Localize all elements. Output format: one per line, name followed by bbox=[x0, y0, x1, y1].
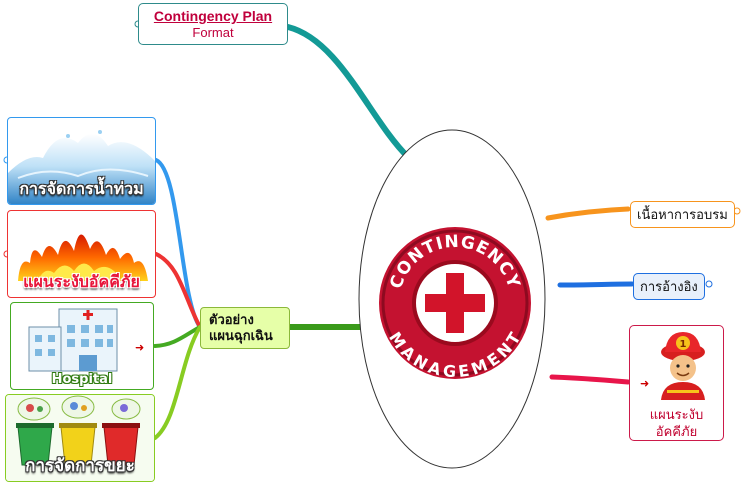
waste-management-node[interactable]: การจัดการขยะ bbox=[5, 394, 155, 482]
fire-plan-arrow-icon: ➜ bbox=[640, 378, 650, 390]
training-content-node[interactable]: เนื้อหาการอบรม bbox=[630, 201, 735, 228]
reference-label: การอ้างอิง bbox=[640, 279, 698, 294]
recycle-bins-icon bbox=[6, 395, 154, 481]
flood-management-node[interactable]: การจัดการน้ำท่วม bbox=[7, 117, 156, 205]
reference-dot bbox=[705, 280, 713, 288]
waste-caption: การจัดการขยะ bbox=[25, 456, 135, 476]
connector-reference bbox=[557, 281, 635, 288]
connector-waste bbox=[153, 325, 202, 440]
connector-fire bbox=[154, 252, 202, 329]
hub-line1: ตัวอย่าง bbox=[209, 312, 254, 327]
title-node-line2: Format bbox=[192, 25, 234, 40]
flood-caption: การจัดการน้ำท่วม bbox=[19, 179, 144, 198]
hub-line2: แผนฉุกเฉิน bbox=[209, 328, 273, 343]
emergency-plan-examples-node[interactable]: ตัวอย่าง แผนฉุกเฉิน bbox=[200, 307, 290, 349]
red-cross-icon bbox=[425, 273, 485, 333]
hospital-node[interactable]: ➜ Hospital bbox=[10, 302, 154, 390]
connector-flood bbox=[154, 158, 202, 329]
water-splash-icon bbox=[8, 130, 155, 204]
title-node-line1[interactable]: Contingency Plan bbox=[153, 8, 273, 24]
connector-fire-plan bbox=[549, 374, 631, 385]
connector-training bbox=[545, 206, 631, 221]
contingency-plan-format-node[interactable]: Contingency Plan Format bbox=[138, 3, 288, 45]
fire-caption: แผนระงับอัคคีภัย bbox=[23, 272, 140, 291]
hospital-building-icon bbox=[28, 308, 118, 372]
connector-title bbox=[285, 24, 411, 160]
hospital-arrow-icon: ➜ bbox=[135, 342, 145, 354]
fire-suppression-node[interactable]: แผนระงับอัคคีภัย bbox=[7, 210, 156, 298]
training-content-label: เนื้อหาการอบรม bbox=[637, 207, 728, 222]
connector-hospital bbox=[153, 325, 202, 348]
training-dot bbox=[733, 207, 741, 215]
firefighter-icon: 1 bbox=[661, 332, 705, 400]
hospital-caption: Hospital bbox=[51, 372, 113, 387]
reference-node[interactable]: การอ้างอิง bbox=[633, 273, 705, 300]
contingency-management-badge: CONTINGENCY MANAGEMENT bbox=[379, 227, 531, 381]
fire-plan-label: แผนระงับ อัคคีภัย bbox=[649, 407, 704, 439]
helmet-badge-number: 1 bbox=[680, 339, 687, 350]
fire-icon bbox=[18, 234, 148, 281]
fire-plan-node[interactable]: 1 ➜ แผนระงับ อัคคีภัย bbox=[629, 325, 724, 441]
